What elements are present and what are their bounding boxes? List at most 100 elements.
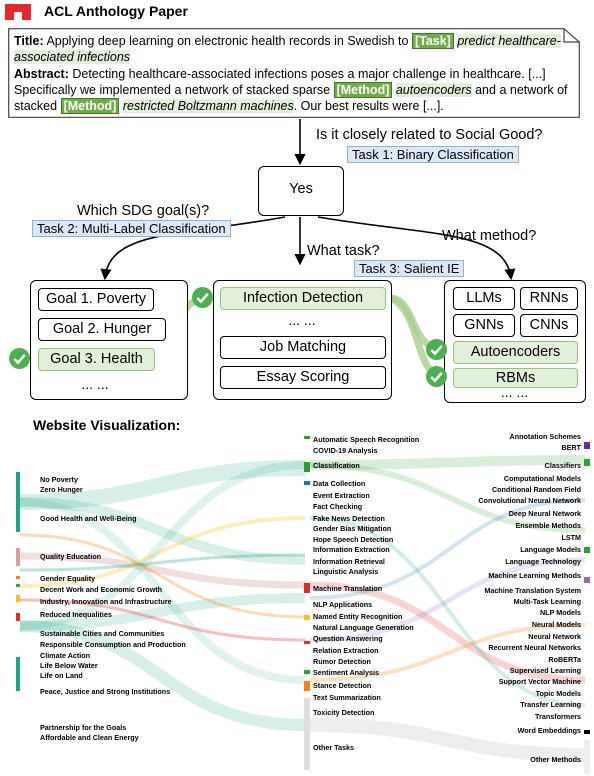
methods-ellipsis: ... ... (500, 384, 529, 400)
task-node: Automatic Speech Recognition (313, 435, 420, 444)
check-icon (426, 366, 447, 387)
method-node: Multi-Task Learning (513, 597, 581, 606)
task-node: Named Entity Recognition (313, 612, 403, 621)
task-node: Fact Checking (313, 502, 363, 511)
method-node: Neural Models (531, 620, 581, 629)
task-node: Other Tasks (313, 743, 355, 752)
method-autoencoders: Autoencoders (453, 341, 578, 364)
task-node: Hope Speech Detection (313, 535, 394, 544)
sdg-industry: Industry, Innovation and Infrastructure (40, 597, 172, 606)
task-job-matching: Job Matching (220, 336, 386, 359)
method-rbms: RBMs (453, 368, 578, 388)
task-node: Machine Translation (313, 584, 383, 593)
header-title: ACL Anthology Paper (44, 3, 188, 19)
method-llms: LLMs (453, 287, 515, 310)
method-node: Conditional Random Field (491, 485, 581, 494)
method-node: Machine Translation System (484, 586, 581, 595)
method-rnns: RNNs (520, 287, 578, 310)
sdg-gender-equality: Gender Equality (40, 574, 96, 583)
check-icon (192, 287, 213, 308)
method-tag-2: [Method] (60, 98, 120, 115)
method-node: NLP Models (539, 608, 581, 617)
sdg-no-poverty: No Poverty (40, 475, 78, 484)
task-node: COVID-19 Analysis (313, 446, 378, 455)
method-node: Classifiers (544, 461, 581, 470)
sdg-affordable-energy: Affordable and Clean Energy (40, 733, 139, 742)
sdg-partnership: Partnership for the Goals (40, 723, 127, 732)
method-node: Ensemble Methods (515, 521, 582, 530)
task-node: Linguistic Analysis (313, 567, 379, 576)
website-title: Website Visualization: (33, 417, 181, 433)
task-node: Fake News Detection (313, 514, 385, 523)
task-node: Stance Detection (313, 681, 372, 690)
paper-text: Title: Applying deep learning on electro… (14, 33, 572, 115)
method-node: Computational Models (503, 474, 581, 483)
check-icon (9, 348, 30, 369)
sdg-zero-hunger: Zero Hunger (40, 485, 83, 494)
task3-label: Task 3: Salient IE (354, 260, 465, 277)
goals-ellipsis: ... ... (81, 376, 109, 392)
goal-health: Goal 3. Health (38, 348, 155, 371)
method-node: Recurrent Neural Networks (488, 643, 581, 652)
method-node: Machine Learning Methods (488, 571, 581, 580)
task2-label: Task 2: Multi-Label Classification (32, 220, 231, 237)
yes-box (258, 166, 344, 216)
method-node: Topic Models (535, 689, 581, 698)
task-node: Information Extraction (313, 545, 390, 554)
task-node: Rumor Detection (313, 657, 371, 666)
method-cnns: CNNs (520, 314, 578, 337)
method-node: Transformers (535, 712, 581, 721)
question-method: What method? (442, 228, 537, 244)
task-node: Text Summarization (313, 693, 381, 702)
method-gnns: GNNs (453, 314, 515, 337)
sdg-quality-education: Quality Education (40, 552, 102, 561)
method-highlight-1: autoencoders (395, 82, 472, 97)
sdg-life-below-water: Life Below Water (40, 661, 98, 670)
method-node: Deep Neural Network (508, 509, 581, 518)
goal-hunger: Goal 2. Hunger (38, 318, 166, 341)
sdg-decent-work: Decent Work and Economic Growth (40, 585, 163, 594)
method-node: Support Vector Machine (498, 677, 581, 686)
method-node: Annotation Schemes (509, 432, 582, 441)
method-node: Convolutional Neural Network (478, 496, 581, 505)
task-node: Information Retrieval (313, 557, 385, 566)
sdg-peace-justice: Peace, Justice and Strong Institutions (40, 687, 171, 696)
yes-text: Yes (289, 181, 313, 197)
acl-logo-icon (5, 4, 31, 20)
method-node: RoBERTa (548, 655, 581, 664)
task-infection-detection: Infection Detection (220, 287, 386, 310)
task-essay-scoring: Essay Scoring (220, 366, 386, 389)
sdg-sustainable-cities: Sustainable Cities and Communities (40, 629, 165, 638)
method-node: BERT (561, 443, 581, 452)
task-node: Gender Bias Mitigation (313, 524, 392, 533)
task1-label: Task 1: Binary Classification (347, 146, 519, 163)
question-task: What task? (307, 243, 380, 259)
check-icon (426, 339, 447, 360)
task-node: Classification (313, 461, 360, 470)
goal-poverty: Goal 1. Poverty (38, 288, 154, 311)
sankey-links (16, 436, 590, 774)
task-node: Question Answering (313, 634, 383, 643)
method-node: Other Methods (530, 755, 581, 764)
sdg-responsible-consumption: Responsible Consumption and Production (40, 640, 186, 649)
method-node: Transfer Learning (520, 700, 581, 709)
paper-title: Title: Applying deep learning on electro… (14, 33, 561, 65)
task-node: Sentiment Analysis (313, 668, 380, 677)
sdg-climate-action: Climate Action (40, 651, 91, 660)
task-node: Relation Extraction (313, 646, 379, 655)
method-highlight-2: restricted Boltzmann machines (122, 99, 294, 114)
task-node: Event Extraction (313, 491, 370, 500)
question-sdg: Which SDG goal(s)? (77, 203, 210, 219)
question-social-good: Is it closely related to Social Good? (316, 127, 543, 143)
sdg-good-health: Good Health and Well-Being (40, 514, 137, 523)
paper-abstract: Abstract: Detecting healthcare-associate… (14, 66, 568, 115)
tasks-ellipsis: ... ... (288, 312, 316, 328)
sdg-reduced-inequalities: Reduced Inequalities (40, 610, 112, 619)
method-node: Language Technology (505, 557, 581, 566)
task-tag: [Task] (411, 33, 454, 49)
method-node: Neural Network (528, 632, 581, 641)
sdg-life-on-land: Life on Land (40, 671, 83, 680)
task-node: Natural Language Generation (313, 623, 414, 632)
method-tag-1: [Method] (333, 81, 393, 98)
method-node: LSTM (561, 533, 581, 542)
